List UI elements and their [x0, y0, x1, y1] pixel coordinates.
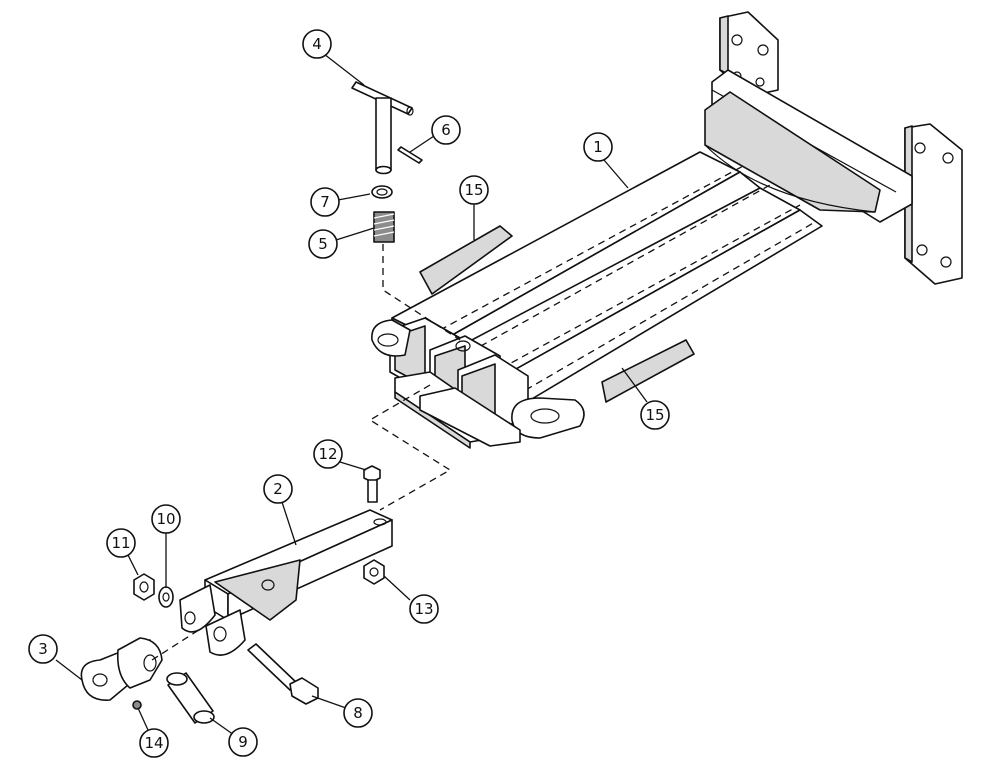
callout-5: 5 [308, 229, 338, 259]
callout-2-label: 2 [273, 480, 283, 498]
callout-15-upper-label: 15 [464, 181, 483, 199]
leader-lines [55, 53, 648, 736]
callout-14: 14 [139, 728, 169, 758]
callout-11: 11 [106, 528, 136, 558]
callout-7-label: 7 [320, 193, 330, 211]
callout-3: 3 [28, 634, 58, 664]
callout-15-upper: 15 [459, 175, 489, 205]
part-main-frame [371, 11, 963, 449]
callout-13: 13 [409, 594, 439, 624]
callout-3-label: 3 [38, 640, 48, 658]
part-bushing [166, 672, 215, 724]
part-decal-upper [419, 225, 513, 295]
part-drawbar [179, 509, 393, 656]
callout-1: 1 [583, 132, 613, 162]
callout-10: 10 [151, 504, 181, 534]
part-spring [373, 211, 395, 243]
part-washer-10 [158, 586, 174, 608]
callout-10-label: 10 [156, 510, 175, 528]
assembly-lines [151, 244, 461, 661]
part-swivel-clevis [80, 637, 163, 701]
callout-7: 7 [310, 187, 340, 217]
callout-9: 9 [228, 727, 258, 757]
part-nut-11 [133, 573, 155, 601]
part-grease-fitting [132, 700, 142, 710]
callout-11-label: 11 [111, 534, 130, 552]
callout-4: 4 [302, 29, 332, 59]
part-decal-lower [601, 339, 695, 403]
callout-12: 12 [313, 439, 343, 469]
callout-1-label: 1 [593, 138, 603, 156]
callout-8-label: 8 [353, 704, 363, 722]
callout-5-label: 5 [318, 235, 328, 253]
callout-14-label: 14 [144, 734, 163, 752]
callout-6: 6 [431, 115, 461, 145]
callout-15-lower: 15 [640, 400, 670, 430]
part-bolt-12 [363, 465, 381, 503]
callout-15-lower-label: 15 [645, 406, 664, 424]
callout-9-label: 9 [238, 733, 248, 751]
callout-13-label: 13 [414, 600, 433, 618]
callout-2: 2 [263, 474, 293, 504]
part-t-handle-pin [351, 81, 414, 175]
part-cotter-pin [397, 146, 423, 164]
part-washer-7 [371, 185, 393, 199]
callout-8: 8 [343, 698, 373, 728]
callout-12-label: 12 [318, 445, 337, 463]
part-pin-8 [247, 643, 319, 705]
part-nut-13 [363, 559, 385, 585]
callout-6-label: 6 [441, 121, 451, 139]
callout-4-label: 4 [312, 35, 322, 53]
